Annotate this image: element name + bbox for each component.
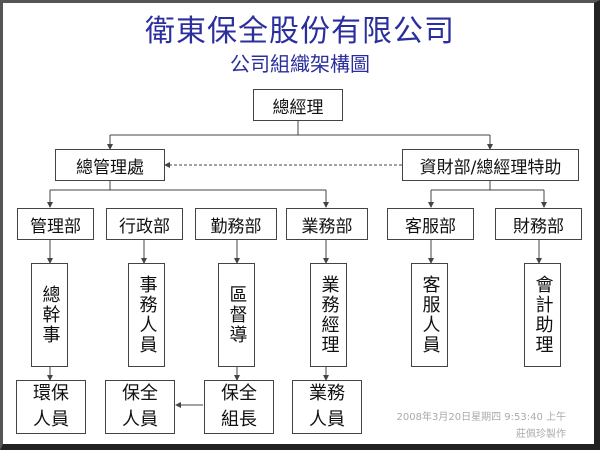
node-dept-management: 管理部 [17, 208, 94, 240]
node-role-security-staff: 保全 人員 [105, 380, 175, 434]
node-dept-business: 業務部 [286, 208, 368, 240]
node-role-area-supervisor: 區督導 [218, 263, 255, 367]
node-role-accounting-assistant: 會計助理 [524, 263, 561, 367]
node-role-env-staff: 環保 人員 [16, 380, 86, 434]
node-role-cs-staff: 客服人員 [411, 263, 448, 367]
node-finance-assistant: 資財部/總經理特助 [402, 149, 579, 181]
company-name: 衛東保全股份有限公司 [145, 14, 455, 49]
node-role-security-leader: 保全 組長 [204, 380, 274, 434]
node-role-business-staff: 業務 人員 [292, 380, 362, 434]
node-role-general-affairs: 總幹事 [31, 263, 68, 367]
node-dept-admin: 行政部 [106, 208, 183, 240]
node-role-business-manager: 業務經理 [310, 263, 347, 367]
node-role-clerk: 事務人員 [128, 263, 165, 367]
node-dept-duty: 勤務部 [195, 208, 277, 240]
timestamp: 2008年3月20日星期四 9:53:40 上午 [396, 412, 566, 423]
node-dept-customer-service: 客服部 [387, 208, 474, 240]
node-general-admin: 總管理處 [55, 149, 165, 181]
node-general-manager: 總經理 [253, 89, 343, 121]
author-credit: 莊佩珍製作 [516, 429, 566, 440]
node-dept-finance: 財務部 [495, 208, 582, 240]
chart-title: 公司組織架構圖 [230, 52, 370, 76]
